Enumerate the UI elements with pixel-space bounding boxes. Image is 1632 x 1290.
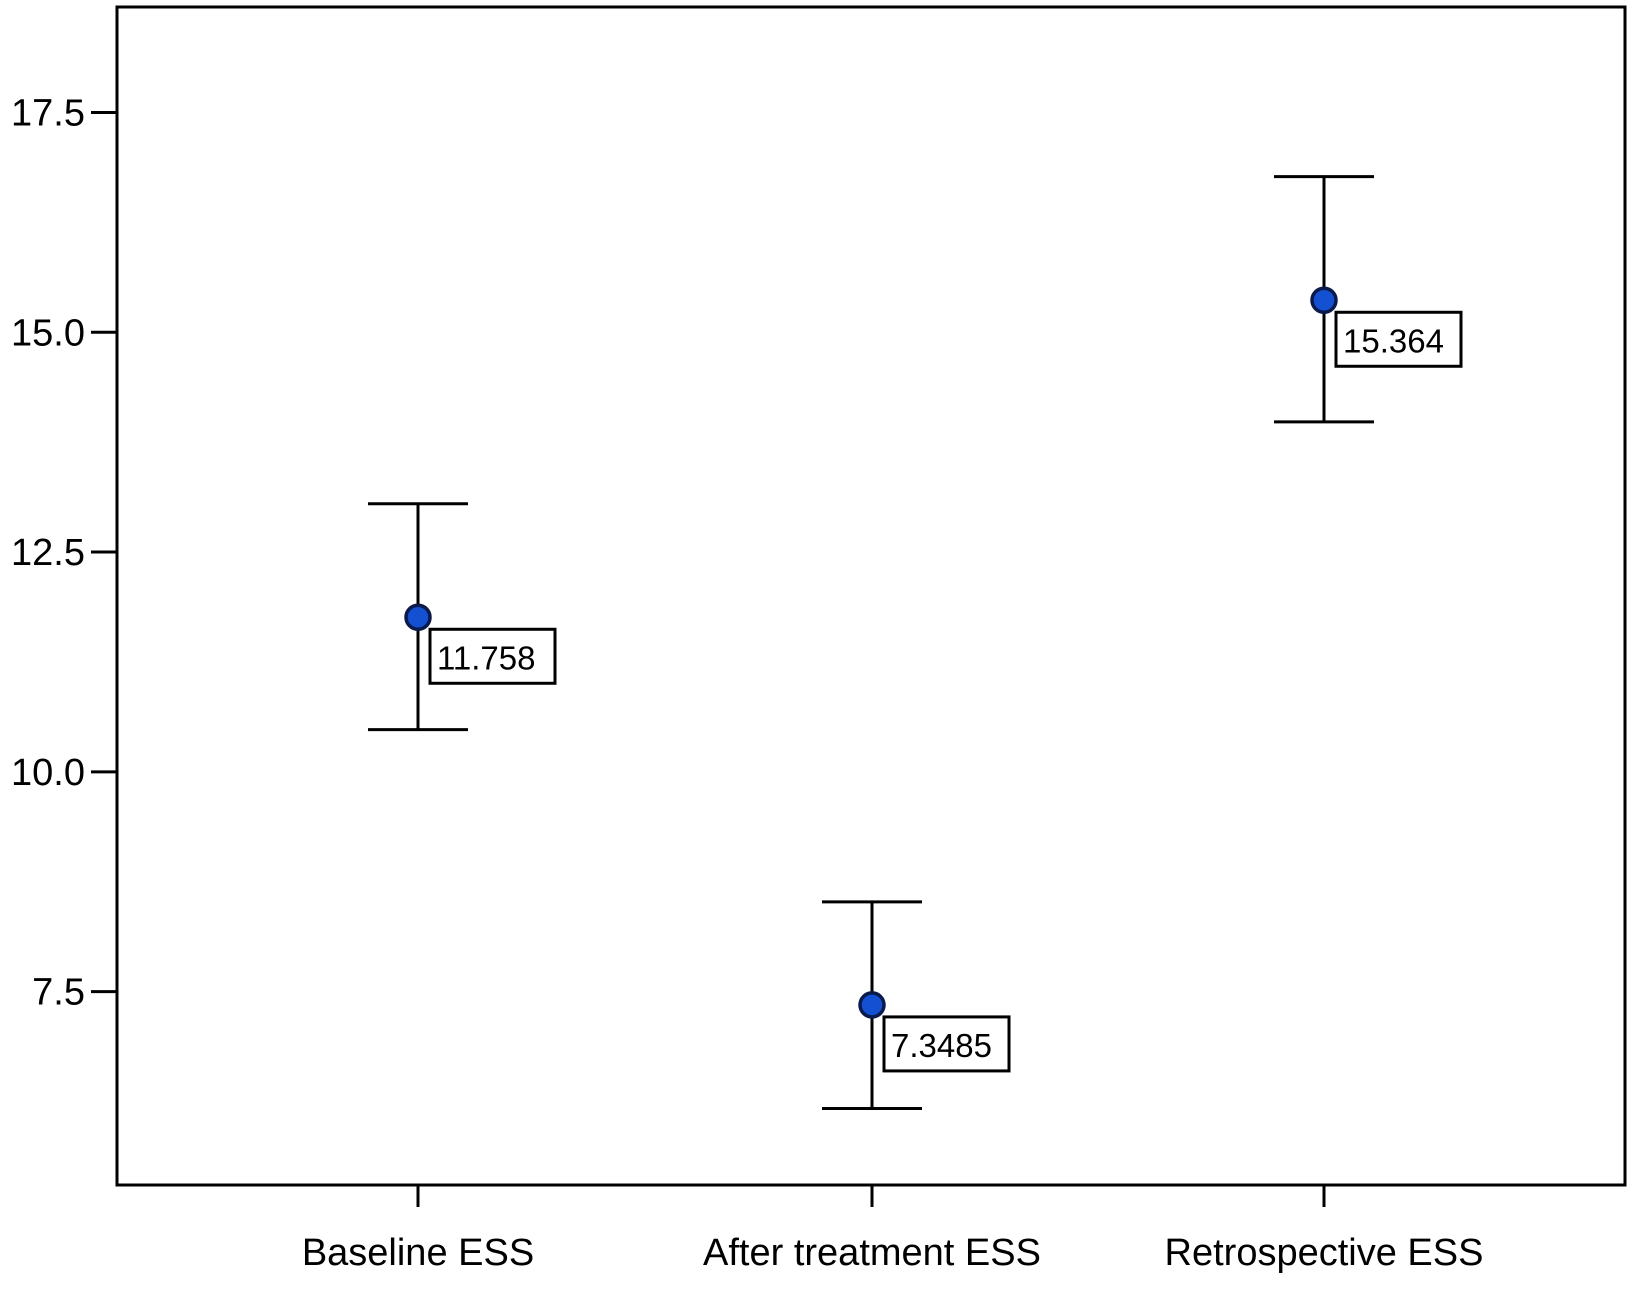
data-label-box bbox=[1334, 310, 1463, 368]
data-label: 15.364 bbox=[1343, 322, 1444, 359]
y-axis: 7.5 10.0 12.5 15.0 17.5 bbox=[11, 92, 117, 1014]
mean-point bbox=[404, 603, 432, 632]
mean-point bbox=[1310, 286, 1338, 315]
y-tick-label: 10.0 bbox=[11, 752, 85, 794]
x-tick-label: Baseline ESS bbox=[302, 1232, 534, 1274]
y-tick-label: 17.5 bbox=[11, 92, 85, 134]
x-tick-label: Retrospective ESS bbox=[1165, 1232, 1484, 1274]
y-tick-label: 12.5 bbox=[11, 532, 85, 574]
data-label: 7.3485 bbox=[891, 1027, 992, 1064]
data-label-box bbox=[428, 627, 557, 685]
x-tick-label: After treatment ESS bbox=[703, 1232, 1041, 1274]
x-axis: Baseline ESS After treatment ESS Retrospec… bbox=[302, 1185, 1484, 1274]
y-tick-label: 7.5 bbox=[32, 972, 85, 1014]
data-label: 11.758 bbox=[437, 639, 535, 676]
series-group: 11.758 7.3485 15.364 bbox=[368, 175, 1463, 1111]
mean-point bbox=[858, 991, 886, 1019]
data-label-box bbox=[882, 1015, 1011, 1073]
y-tick-label: 15.0 bbox=[11, 312, 85, 354]
